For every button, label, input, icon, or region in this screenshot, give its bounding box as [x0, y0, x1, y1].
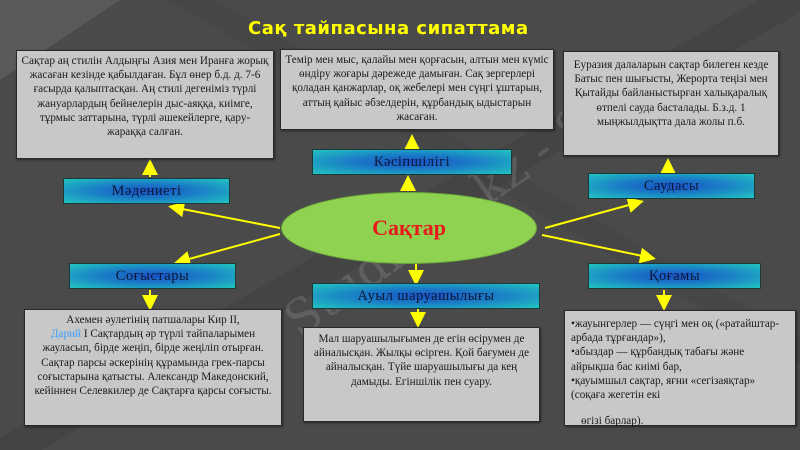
craft-node[interactable]: Кәсіпшілігі: [312, 149, 512, 175]
society-item-continuation: өгізі барлар).: [581, 415, 644, 428]
society-item-priests: •абыздар — құрбандық табағы және айрықша…: [571, 346, 745, 373]
agriculture-description: Мал шаруашылығымен де егін өсірумен де а…: [303, 327, 540, 422]
page-title: Сақ тайпасына сипаттама: [248, 18, 529, 39]
society-description: •жауынгерлер — сүңгі мен оқ («ратайштар-…: [564, 310, 796, 428]
trade-node[interactable]: Саудасы: [588, 173, 755, 199]
darius-link[interactable]: Дарий: [50, 328, 82, 341]
culture-description: Сақтар аң стилін Алдыңғы Азия мен Иранға…: [16, 50, 274, 159]
craft-description: Темір мен мыс, қалайы мен қорғасын, алты…: [280, 49, 554, 130]
trade-description: Еуразия далаларын сақтар билеген кезде Б…: [563, 51, 779, 156]
society-item-commoners: •қауымшыл сақтар, яғни «сегізаяқтар» (со…: [571, 374, 756, 402]
central-label: Сақтар: [372, 215, 446, 240]
wars-text-part1: Ахемен әулетінің патшалары Кир II,: [66, 314, 240, 326]
culture-node[interactable]: Мәдениеті: [63, 178, 230, 204]
wars-description: Ахемен әулетінің патшалары Кир II, Дарий…: [24, 309, 282, 426]
society-node[interactable]: Қоғамы: [588, 263, 761, 289]
agriculture-node[interactable]: Ауыл шаруашылығы: [312, 283, 540, 309]
central-node-saks[interactable]: Сақтар: [281, 192, 537, 264]
society-item-warriors: •жауынгерлер — сүңгі мен оқ («ратайштар-…: [571, 318, 780, 345]
wars-text-part2: I Сақтардың әр түрлі тайпаларымен жаулас…: [34, 328, 272, 398]
wars-node[interactable]: Соғыстары: [69, 263, 236, 289]
